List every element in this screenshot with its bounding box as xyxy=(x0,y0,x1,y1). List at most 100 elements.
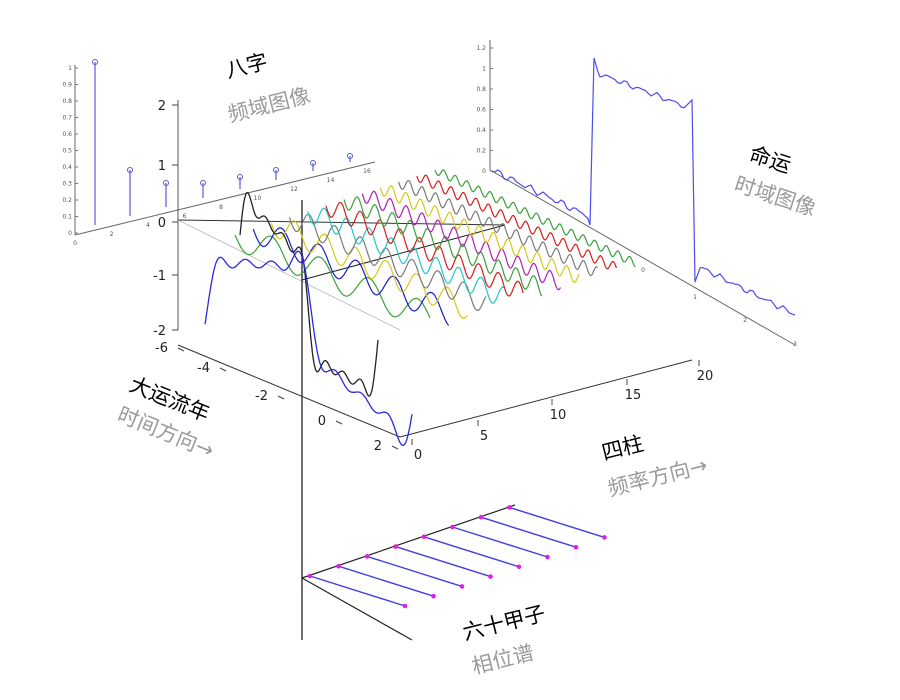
phase-dot-start xyxy=(307,573,313,579)
label-sizhu: 四柱 xyxy=(599,431,646,464)
spectrum-xtick: 14 xyxy=(327,177,335,184)
harmonic-wave xyxy=(343,196,543,297)
spectrum-ytick: 0.3 xyxy=(62,181,72,188)
phase-spectrum-panel xyxy=(301,504,607,641)
time-xtick: 2 xyxy=(743,317,747,324)
label-liushi: 六十甲子 xyxy=(460,601,547,645)
x-tick-label: 2 xyxy=(374,439,382,454)
phase-dot-end xyxy=(516,564,522,570)
label-mingyun: 命运 xyxy=(746,142,793,178)
spectrum-ytick: 0.9 xyxy=(62,82,72,89)
phase-dot-end xyxy=(545,554,550,560)
phase-dot-start xyxy=(421,534,427,540)
spectrum-xtick: 12 xyxy=(290,186,298,193)
harmonic-wave xyxy=(252,227,450,326)
x-tick-label: -6 xyxy=(155,341,168,356)
labels: 八字 频域图像 命运 时域图像 大运流年 时间方向→ 四柱 频率方向→ 六十甲子… xyxy=(114,49,819,678)
spectrum-ytick: 0.5 xyxy=(62,148,72,155)
harmonic-wave xyxy=(434,169,636,268)
label-bazi-sub: 频域图像 xyxy=(225,83,312,127)
spectrum-ytick: 0.1 xyxy=(62,214,72,221)
x-tick-label: 0 xyxy=(318,414,326,429)
spectrum-stem-head xyxy=(163,180,169,186)
time-xtick: 3 xyxy=(793,341,797,348)
x-tick-label: -2 xyxy=(255,389,268,404)
phase-dot-end xyxy=(402,603,408,609)
time-ytick: 0.6 xyxy=(476,107,486,114)
label-liushi-sub: 相位谱 xyxy=(469,640,536,679)
phase-line xyxy=(509,506,605,539)
z-tick-label: -1 xyxy=(153,269,166,284)
spectrum-panel: 10.90.80.70.60.50.40.30.20.10 0246810121… xyxy=(62,59,376,247)
harmonic-wave xyxy=(307,207,505,304)
time-ytick: 0.2 xyxy=(476,148,486,155)
spectrum-ytick: 1 xyxy=(68,65,72,72)
time-ytick: 0.4 xyxy=(476,127,486,134)
harmonic-wave xyxy=(325,201,524,297)
phase-line xyxy=(423,536,520,568)
spectrum-ytick: 0.8 xyxy=(62,98,72,105)
spectrum-ytick: 0.7 xyxy=(62,115,72,122)
z-tick-label: 2 xyxy=(158,99,166,114)
z-tick-label: 1 xyxy=(158,159,166,174)
phase-line xyxy=(338,565,434,597)
composite-dark-curve xyxy=(239,191,379,397)
spectrum-stem-head xyxy=(127,167,133,173)
spectrum-xtick: 6 xyxy=(183,213,187,220)
time-ytick: 1 xyxy=(482,66,486,73)
spectrum-ytick: 0 xyxy=(68,230,72,237)
spectrum-xtick: 10 xyxy=(254,195,262,202)
harmonic-wave xyxy=(270,220,468,320)
phase-line xyxy=(366,555,463,588)
spectrum-stem-head xyxy=(310,160,316,166)
spectrum-stem-head xyxy=(273,167,279,173)
spectrum-stem-head xyxy=(92,59,98,65)
spectrum-xtick: 0 xyxy=(73,240,77,247)
phase-dot-end xyxy=(459,584,465,589)
label-bazi: 八字 xyxy=(223,49,270,82)
time-xtick: 1 xyxy=(693,294,697,301)
phase-dot-start xyxy=(507,505,512,510)
phase-dot-end xyxy=(602,535,607,540)
y-tick-label: 5 xyxy=(480,429,488,444)
z-tick-label: 0 xyxy=(158,216,166,231)
phase-line xyxy=(395,545,491,578)
time-xtick: 0 xyxy=(641,267,645,274)
phase-dot-start xyxy=(450,524,455,530)
harmonic-wave xyxy=(288,213,487,311)
phase-line xyxy=(452,526,548,558)
phase-line xyxy=(480,516,577,548)
time-ytick: 0.8 xyxy=(476,86,486,93)
harmonic-wave xyxy=(416,174,617,270)
spectrum-stem-head xyxy=(347,153,353,159)
spectrum-ytick: 0.4 xyxy=(62,164,72,171)
spectrum-ytick: 0.6 xyxy=(62,131,72,138)
phase-dot-end xyxy=(431,593,436,599)
time-ytick: 1.2 xyxy=(476,45,486,52)
spectrum-stem-head xyxy=(200,180,206,186)
phase-dot-start xyxy=(478,514,484,520)
time-ytick: 0 xyxy=(482,168,486,175)
y-tick-label: 15 xyxy=(625,388,642,403)
harmonic-wave xyxy=(234,234,431,319)
harmonic-wave xyxy=(361,190,562,291)
y-tick-label: 0 xyxy=(414,448,422,463)
phase-dot-start xyxy=(364,554,370,559)
z-tick-label: -2 xyxy=(153,324,166,339)
label-mingyun-sub: 时域图像 xyxy=(731,172,818,221)
harmonic-wave xyxy=(398,179,599,277)
spectrum-xtick: 4 xyxy=(146,222,150,229)
time-domain-panel: 1.2 1 0.8 0.6 0.4 0.2 0 0 1 2 3 xyxy=(476,40,797,348)
x-tick-label: -4 xyxy=(197,361,210,376)
spectrum-ytick: 0.2 xyxy=(62,197,72,204)
phase-dot-end xyxy=(573,544,579,550)
square-wave-curve xyxy=(491,57,796,316)
spectrum-xtick: 8 xyxy=(219,204,223,211)
y-tick-label: 20 xyxy=(697,369,714,384)
spectrum-stem-head xyxy=(237,174,243,180)
composite-blue-curve xyxy=(204,250,413,446)
phase-dot-end xyxy=(488,574,493,579)
harmonic-waves xyxy=(234,169,636,326)
spectrum-xtick: 2 xyxy=(110,231,114,238)
